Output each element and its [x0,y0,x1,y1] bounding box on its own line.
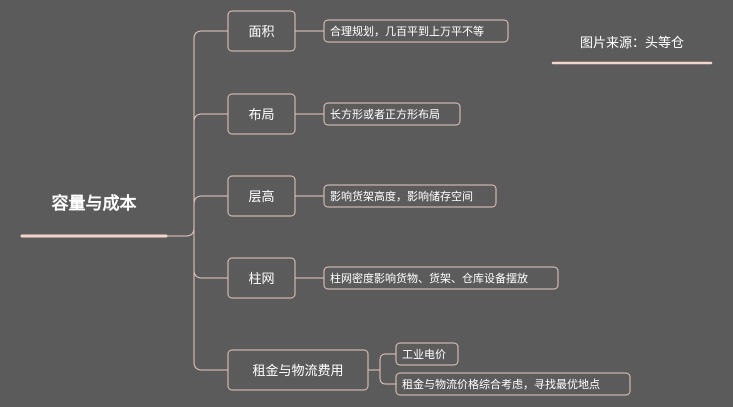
branch-label: 柱网 [248,272,274,287]
leaf-label: 柱网密度影响货物、货架、仓库设备摆放 [330,271,528,285]
source-caption: 图片来源：头等仓 [580,35,684,51]
branch-node[interactable] [227,175,296,217]
leaf-node[interactable] [395,342,459,366]
branch-connector [193,113,228,123]
leaf-label: 合理规划，几百平到上万平不等 [330,24,484,38]
connectors [166,30,396,385]
branch-node[interactable] [227,93,296,135]
branch-connector [193,269,228,279]
branch-label: 层高 [248,189,274,205]
leaf-label: 租金与物流价格综合考虑，寻找最优地点 [402,377,600,391]
leaf-node[interactable] [323,19,509,43]
branch-label: 面积 [248,25,274,40]
leaf-label: 长方形或者正方形布局 [330,107,440,121]
branch-label: 布局 [248,108,274,123]
root-connector [166,227,195,237]
branch-node[interactable] [227,257,296,299]
branch-connector [193,195,228,205]
leaf-node[interactable] [323,266,559,290]
branch-label: 租金与物流费用 [252,363,343,379]
branch-connector [193,361,228,371]
leaf-label: 工业电价 [402,348,446,361]
leaf-node[interactable] [323,184,497,208]
leaf-node[interactable] [323,102,461,126]
leaf-node[interactable] [395,372,631,396]
leaf-connector [379,370,396,385]
branch-connector [193,30,228,40]
branch-node[interactable] [227,10,296,52]
root-label: 容量与成本 [52,193,137,214]
branch-node[interactable] [227,349,369,391]
leaf-connector [379,353,396,370]
leaf-label: 影响货架高度，影响储存空间 [330,189,473,203]
